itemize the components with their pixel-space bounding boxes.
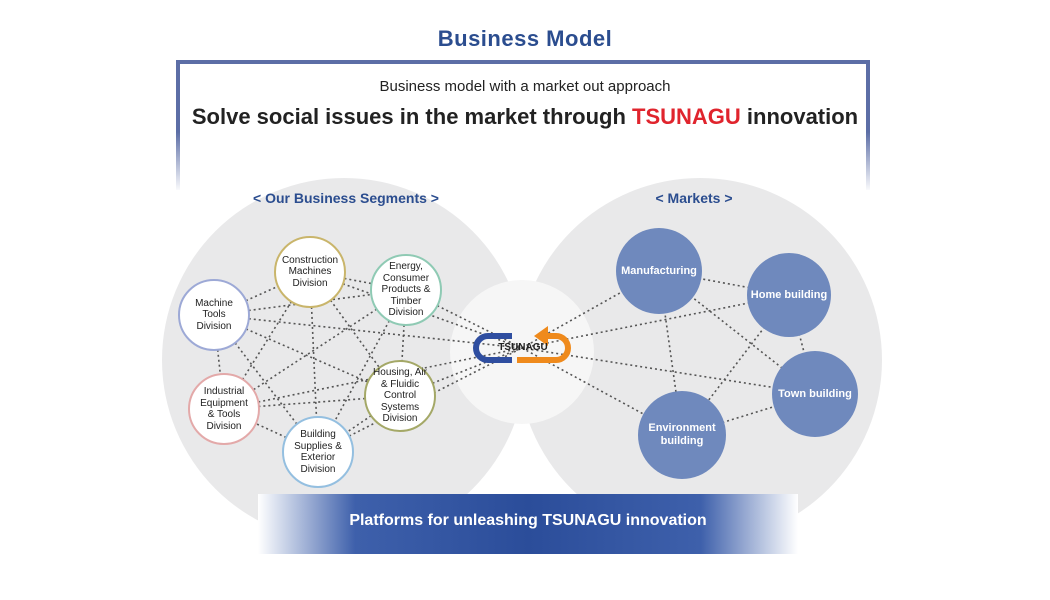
hub-background-circle <box>450 280 594 424</box>
platform-banner: Platforms for unleashing TSUNAGU innovat… <box>258 494 798 554</box>
headline-accent: TSUNAGU <box>632 104 741 129</box>
headline-text-after: innovation <box>740 104 859 129</box>
market-node: Home building <box>747 253 831 337</box>
tsunagu-loop-icon <box>473 326 571 363</box>
markets-heading: < Markets > <box>655 190 733 206</box>
segment-hub-link <box>223 347 523 410</box>
segment-node: Housing, Air & Fluidic Control Systems D… <box>364 360 436 432</box>
segment-hub-link <box>213 314 523 349</box>
segment-node: Building Supplies & Exterior Division <box>282 416 354 488</box>
header-frame <box>176 60 870 192</box>
segment-node: Construction Machines Division <box>274 236 346 308</box>
platform-label: Platforms for unleashing TSUNAGU innovat… <box>349 512 707 529</box>
segment-node: Industrial Equipment & Tools Division <box>188 373 260 445</box>
segment-link <box>213 314 401 397</box>
loop-arrowhead <box>534 326 548 346</box>
loop-orange-arc <box>517 333 571 363</box>
subtitle: Business model with a market out approac… <box>379 78 671 95</box>
segment-node: Energy, Consumer Products & Timber Divis… <box>370 254 442 326</box>
page-title: Business Model <box>437 26 613 51</box>
headline: Solve social issues in the market throug… <box>0 104 1050 130</box>
segment-link <box>213 314 319 453</box>
segments-heading: < Our Business Segments > <box>253 190 439 206</box>
headline-text-before: Solve social issues in the market throug… <box>191 104 633 129</box>
market-node: Town building <box>772 351 858 437</box>
market-node: Manufacturing <box>616 228 702 314</box>
tsunagu-hub-label: TSUNAGU <box>498 342 548 353</box>
market-node: Environment building <box>638 391 726 479</box>
segment-node: Machine Tools Division <box>178 279 250 351</box>
loop-blue-arc <box>473 333 512 363</box>
segment-hub-link <box>317 347 523 453</box>
